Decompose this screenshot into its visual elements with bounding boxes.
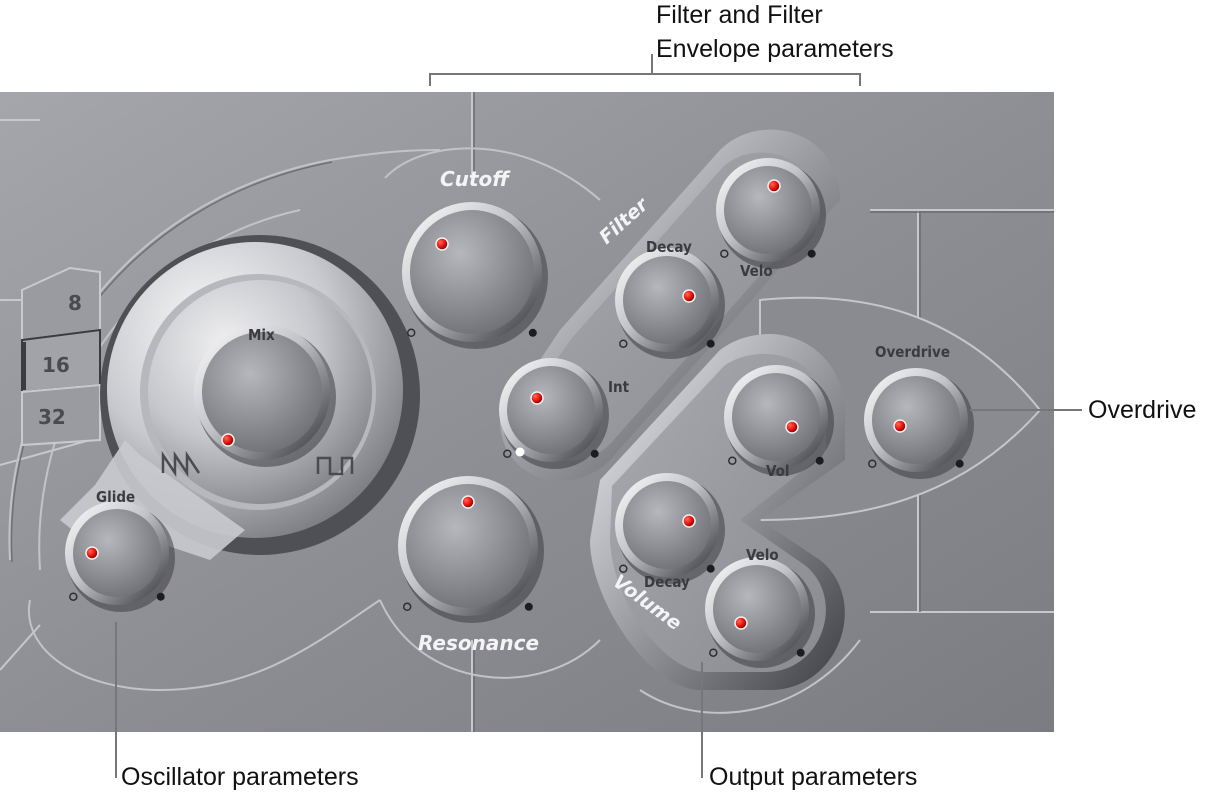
vol-knob-max-marker — [815, 456, 824, 465]
filter-decay-knob-indicator — [682, 289, 696, 303]
knobs-layer — [65, 158, 974, 668]
filter-int-knob-max-marker — [590, 449, 599, 458]
glide-knob-label: Glide — [96, 488, 135, 506]
cutoff-section-label: Cutoff — [440, 167, 511, 191]
glide-knob-max-marker — [156, 592, 165, 601]
resonance-knob[interactable] — [398, 476, 544, 623]
volume-decay-knob-label: Decay — [644, 573, 690, 591]
volume-decay-knob-min-marker — [619, 564, 628, 573]
resonance-section-label: Resonance — [418, 631, 539, 655]
glide-knob-min-marker — [69, 592, 78, 601]
filter-decay-knob[interactable] — [615, 248, 725, 359]
filter-int-knob-min-marker — [503, 449, 512, 458]
filter-int-knob[interactable] — [499, 358, 609, 469]
volume-velo-knob-label: Velo — [746, 546, 779, 564]
oscillator-callout: Oscillator parameters — [121, 763, 359, 791]
volume-decay-knob-indicator — [682, 514, 696, 528]
octave-label-32[interactable]: 32 — [38, 405, 66, 429]
octave-label-16[interactable]: 16 — [42, 353, 70, 377]
filter-int-active-marker — [515, 447, 525, 457]
filter-bracket-line — [429, 73, 861, 86]
resonance-knob-max-marker — [524, 602, 533, 611]
filter-velo-knob-label: Velo — [740, 262, 773, 280]
volume-velo-knob[interactable] — [705, 557, 815, 668]
overdrive-knob-min-marker — [868, 459, 877, 468]
vol-knob-min-marker — [728, 456, 737, 465]
volume-velo-knob-min-marker — [709, 648, 718, 657]
mix-knob-indicator — [221, 433, 235, 447]
octave-label-8[interactable]: 8 — [68, 291, 82, 315]
filter-velo-knob-min-marker — [720, 249, 729, 258]
resonance-knob-min-marker — [402, 602, 412, 612]
filter-velo-knob-indicator — [767, 179, 781, 193]
filter-decay-knob-max-marker — [706, 339, 715, 348]
vol-knob-indicator — [785, 420, 799, 434]
cutoff-knob-max-marker — [528, 328, 537, 337]
overdrive-callout: Overdrive — [1088, 396, 1197, 424]
mix-knob-label: Mix — [248, 326, 275, 344]
cutoff-knob[interactable] — [402, 202, 548, 349]
vol-knob[interactable] — [724, 365, 834, 476]
overdrive-knob-label: Overdrive — [875, 343, 950, 361]
filter-velo-knob-max-marker — [807, 249, 816, 258]
square-wave-icon — [316, 456, 354, 476]
octave-selector — [21, 266, 101, 447]
filter-velo-knob[interactable] — [716, 158, 826, 269]
overdrive-knob[interactable] — [864, 368, 974, 479]
filter-int-knob-indicator — [530, 391, 544, 405]
sawtooth-wave-icon — [161, 450, 201, 478]
filter-int-knob-label: Int — [608, 378, 630, 396]
volume-decay-knob[interactable] — [615, 473, 725, 584]
resonance-knob-indicator — [461, 495, 475, 509]
callout-lines — [115, 54, 1082, 778]
overdrive-knob-indicator — [893, 419, 907, 433]
vol-knob-label: Vol — [766, 462, 790, 480]
filter-decay-knob-label: Decay — [646, 238, 692, 256]
volume-velo-knob-max-marker — [796, 648, 805, 657]
glide-knob-indicator — [85, 546, 99, 560]
overdrive-knob-max-marker — [955, 459, 964, 468]
filter-group-callout: Filter and Filter Envelope parameters — [656, 0, 894, 66]
filter-decay-knob-min-marker — [619, 339, 628, 348]
cutoff-knob-indicator — [435, 237, 449, 251]
mix-knob[interactable] — [194, 324, 336, 467]
output-callout: Output parameters — [709, 763, 918, 791]
volume-velo-knob-indicator — [734, 616, 748, 630]
glide-knob[interactable] — [65, 501, 175, 612]
cutoff-knob-min-marker — [406, 328, 416, 338]
filter-group-callout-line-1: Filter and Filter — [656, 1, 823, 29]
volume-decay-knob-max-marker — [706, 564, 715, 573]
filter-group-callout-line-2: Envelope parameters — [656, 35, 894, 63]
